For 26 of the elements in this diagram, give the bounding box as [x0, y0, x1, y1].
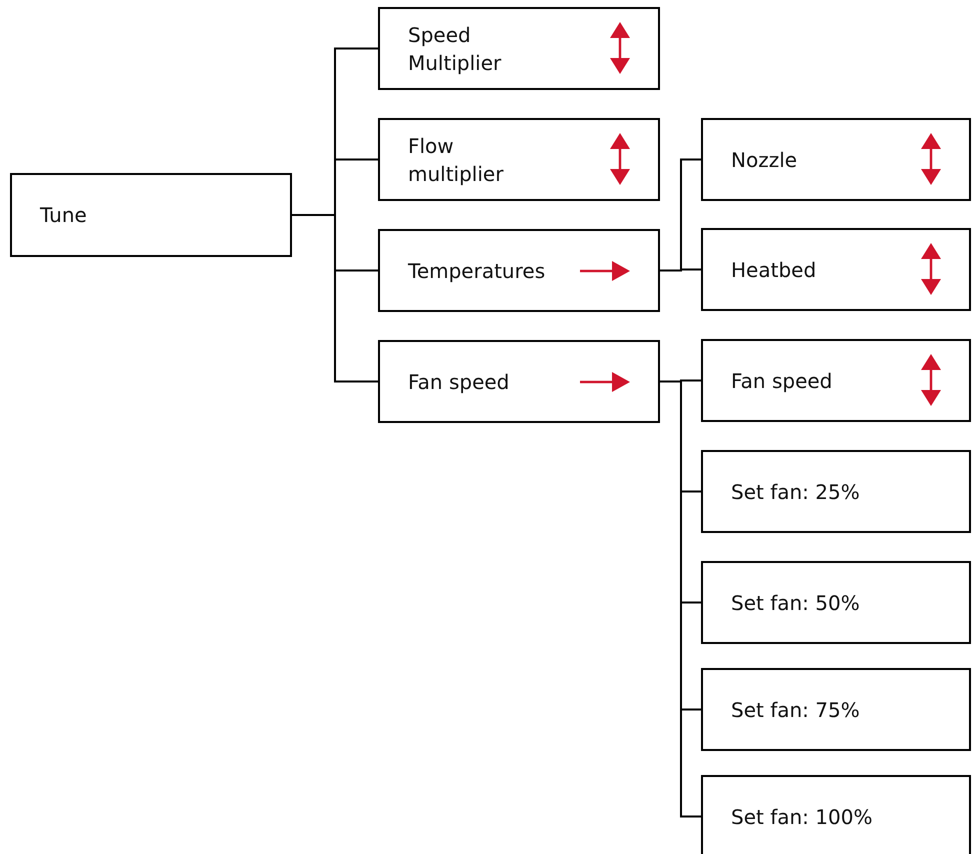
menu-label: Temperatures	[408, 258, 546, 284]
connector-line	[292, 214, 378, 382]
menu-label: Set fan: 100%	[731, 804, 874, 830]
menu-box	[10, 173, 292, 257]
menu-label: Nozzle	[731, 146, 798, 174]
menu-box	[378, 340, 660, 423]
menu-label: Fan speed	[408, 368, 510, 396]
menu-box	[378, 118, 660, 201]
menu-label: Set fan: 75%	[731, 696, 861, 724]
menu-box	[701, 450, 971, 533]
menu-box	[701, 561, 971, 644]
menu-box	[701, 228, 971, 311]
menu-label: Heatbed	[731, 256, 818, 284]
menu-label: Speed Multiplier	[408, 22, 502, 76]
menu-box	[701, 118, 971, 201]
connector-line	[660, 268, 701, 272]
menu-label: Set fan: 50%	[731, 590, 861, 616]
menu-box	[378, 229, 660, 312]
menu-label: Tune	[40, 202, 88, 229]
menu-label: Flow multiplier	[408, 132, 504, 188]
menu-box	[701, 668, 971, 751]
menu-box	[701, 339, 971, 422]
menu-label: Fan speed	[731, 368, 834, 394]
menu-label: Set fan: 25%	[731, 478, 861, 506]
menu-box	[378, 7, 660, 90]
menu-box	[701, 775, 971, 854]
